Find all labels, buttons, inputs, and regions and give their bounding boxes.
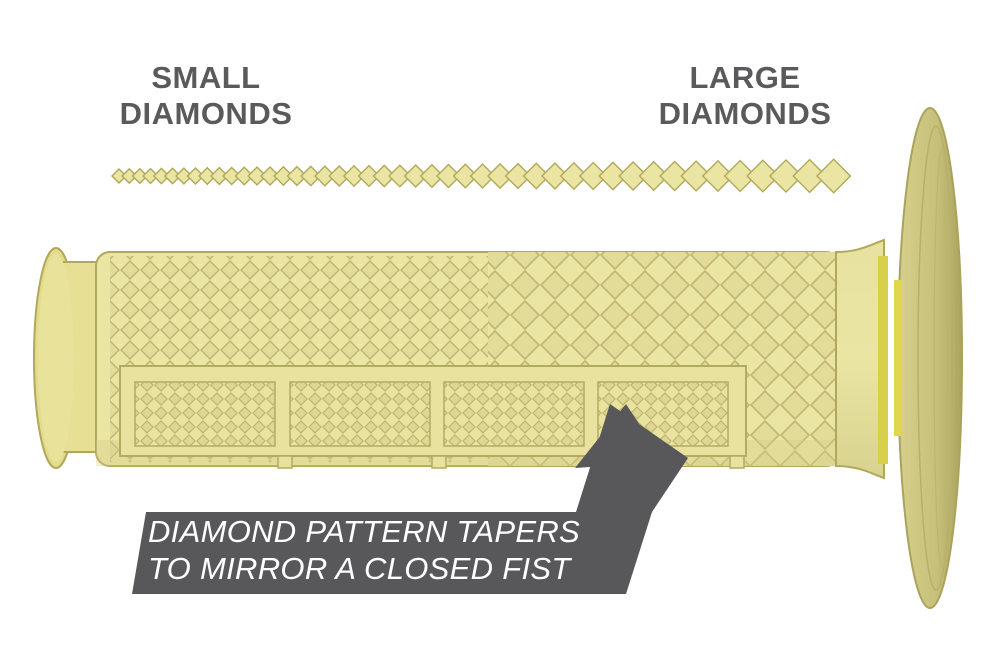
large-diamonds-label-line-1: LARGE <box>689 60 801 95</box>
grip-flange <box>894 107 963 609</box>
small-diamonds-label-line-2: DIAMONDS <box>119 96 293 131</box>
callout-text: DIAMOND PATTERN TAPERS TO MIRROR A CLOSE… <box>148 513 618 587</box>
small-diamonds-label-line-1: SMALL <box>151 60 261 95</box>
grip-neck <box>835 238 888 480</box>
callout-arrow-box <box>132 404 688 594</box>
grip-end-cap <box>33 247 103 469</box>
callout-line-2: TO MIRROR A CLOSED FIST <box>148 551 571 586</box>
callout-line-1: DIAMOND PATTERN TAPERS <box>148 514 581 549</box>
small-diamonds-label: SMALL DIAMONDS <box>106 60 306 132</box>
taper-diamond <box>815 158 852 194</box>
large-diamonds-label-line-2: DIAMONDS <box>658 96 832 131</box>
diamond-taper-strip <box>111 158 852 194</box>
large-diamonds-label: LARGE DIAMONDS <box>645 60 845 132</box>
